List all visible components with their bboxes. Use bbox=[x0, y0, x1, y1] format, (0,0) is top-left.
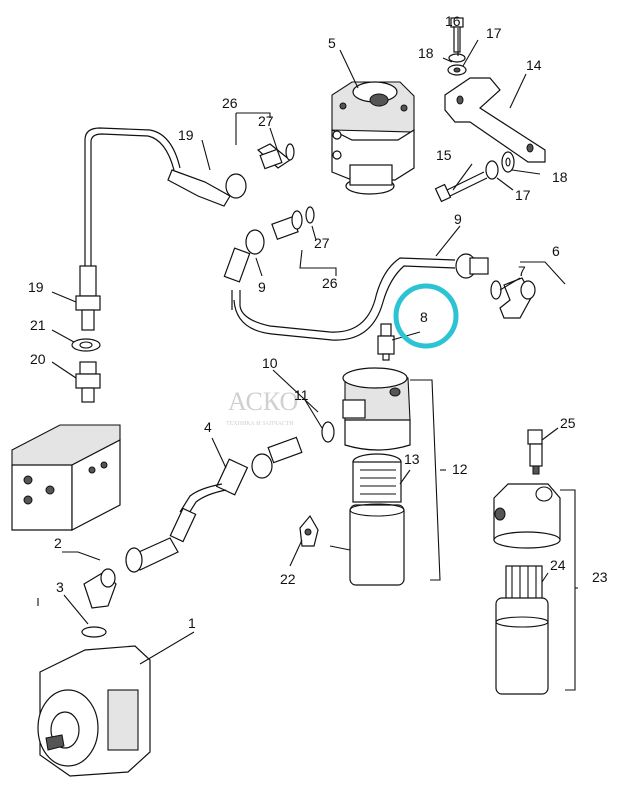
label-14: 14 bbox=[526, 57, 542, 73]
label-8: 8 bbox=[420, 309, 428, 325]
filter-head-part-10[interactable] bbox=[342, 367, 411, 451]
label-17-top: 17 bbox=[486, 25, 502, 41]
watermark-logo: АСКО bbox=[228, 387, 298, 416]
seal-part-27-lower[interactable] bbox=[305, 206, 315, 224]
bracket-part-14[interactable] bbox=[444, 77, 546, 163]
sensor-part-25[interactable] bbox=[527, 429, 543, 475]
highlight-circle bbox=[393, 283, 459, 349]
hose-part-4[interactable] bbox=[169, 436, 303, 543]
label-16: 16 bbox=[445, 13, 461, 29]
label-5: 5 bbox=[328, 35, 336, 51]
label-19-top: 19 bbox=[178, 127, 194, 143]
label-2: 2 bbox=[54, 535, 62, 551]
elbow-part-3[interactable] bbox=[81, 568, 117, 638]
washer-part-21[interactable] bbox=[71, 338, 101, 352]
label-27-bottom: 27 bbox=[314, 235, 330, 251]
watermark: АСКО ТЕХНИКА И ЗАПЧАСТИ bbox=[226, 387, 298, 427]
control-valve-block[interactable] bbox=[11, 424, 121, 531]
label-12: 12 bbox=[452, 461, 468, 477]
leader-lines bbox=[37, 28, 578, 691]
nut-part-17-bottom[interactable] bbox=[485, 160, 499, 180]
washer-part-18-top[interactable] bbox=[448, 53, 466, 63]
nut-part-17-top[interactable] bbox=[447, 64, 467, 76]
label-27-top: 27 bbox=[258, 113, 274, 129]
label-17-bottom: 17 bbox=[515, 187, 531, 203]
callout-labels: 16 17 18 14 5 26 27 19 15 17 18 27 26 9 … bbox=[28, 13, 608, 631]
label-24: 24 bbox=[550, 557, 566, 573]
label-6: 6 bbox=[552, 243, 560, 259]
fitting-part-19-lower[interactable] bbox=[75, 265, 101, 331]
bolt-part-15[interactable] bbox=[434, 171, 488, 203]
label-26-bottom: 26 bbox=[322, 275, 338, 291]
label-9-left: 9 bbox=[258, 279, 266, 295]
filter-cartridge-part-24[interactable] bbox=[495, 565, 549, 695]
label-9-right: 9 bbox=[454, 211, 462, 227]
label-22: 22 bbox=[280, 571, 296, 587]
hydraulic-pump-part-1[interactable] bbox=[37, 645, 151, 777]
label-4: 4 bbox=[204, 419, 212, 435]
washer-part-18-bottom[interactable] bbox=[501, 151, 515, 173]
label-15: 15 bbox=[436, 147, 452, 163]
label-21: 21 bbox=[30, 317, 46, 333]
watermark-sub: ТЕХНИКА И ЗАПЧАСТИ bbox=[226, 421, 294, 427]
hose-part-19-upper[interactable] bbox=[84, 127, 247, 268]
pressure-switch-part-22[interactable] bbox=[299, 514, 319, 547]
label-3: 3 bbox=[56, 579, 64, 595]
seal-part-7[interactable] bbox=[490, 280, 502, 300]
label-26-top: 26 bbox=[222, 95, 238, 111]
hose-part-9[interactable] bbox=[223, 229, 489, 341]
label-20: 20 bbox=[30, 351, 46, 367]
breather-part-8[interactable] bbox=[377, 323, 395, 361]
filter-head-part-23[interactable] bbox=[493, 483, 561, 549]
label-7: 7 bbox=[518, 263, 526, 279]
label-11: 11 bbox=[294, 387, 309, 403]
label-19-bottom: 19 bbox=[28, 279, 44, 295]
label-23: 23 bbox=[592, 569, 608, 585]
oring-part-11[interactable] bbox=[321, 421, 335, 443]
steering-unit-part-5[interactable] bbox=[331, 81, 415, 195]
fitting-part-26-upper[interactable] bbox=[256, 143, 292, 170]
filter-bowl-part-12[interactable] bbox=[349, 503, 405, 586]
label-18-bottom: 18 bbox=[552, 169, 568, 185]
hose-end-part-2[interactable] bbox=[125, 537, 179, 573]
seal-part-27-upper[interactable] bbox=[285, 143, 295, 161]
filter-element-part-13[interactable] bbox=[352, 453, 402, 503]
adapter-part-20[interactable] bbox=[75, 361, 101, 403]
fitting-part-26-lower[interactable] bbox=[271, 210, 303, 241]
label-13: 13 bbox=[404, 451, 420, 467]
label-1: 1 bbox=[188, 615, 196, 631]
label-10: 10 bbox=[262, 355, 278, 371]
label-18-top: 18 bbox=[418, 45, 434, 61]
label-25: 25 bbox=[560, 415, 576, 431]
bolt-part-16[interactable] bbox=[450, 17, 464, 53]
elbow-fitting-part-6[interactable] bbox=[499, 277, 536, 319]
